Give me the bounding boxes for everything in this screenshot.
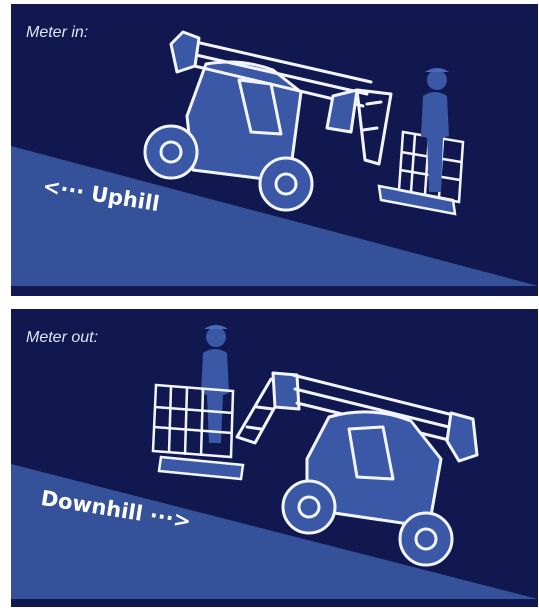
platform-basket-icon (379, 132, 463, 214)
meter-in-caption: Meter in: (26, 24, 88, 42)
meter-in-illustration (11, 4, 538, 296)
meter-out-caption: Meter out: (26, 329, 98, 347)
operator-icon (201, 325, 229, 443)
meter-out-illustration (11, 309, 538, 607)
meter-in-panel: Meter in: <··· Uphill (11, 4, 538, 296)
platform-basket-icon (153, 385, 243, 479)
meter-out-panel: Meter out: Downhill ···> (11, 309, 538, 607)
boom-lift-icon (145, 32, 391, 210)
downhill-ramp (11, 464, 538, 599)
